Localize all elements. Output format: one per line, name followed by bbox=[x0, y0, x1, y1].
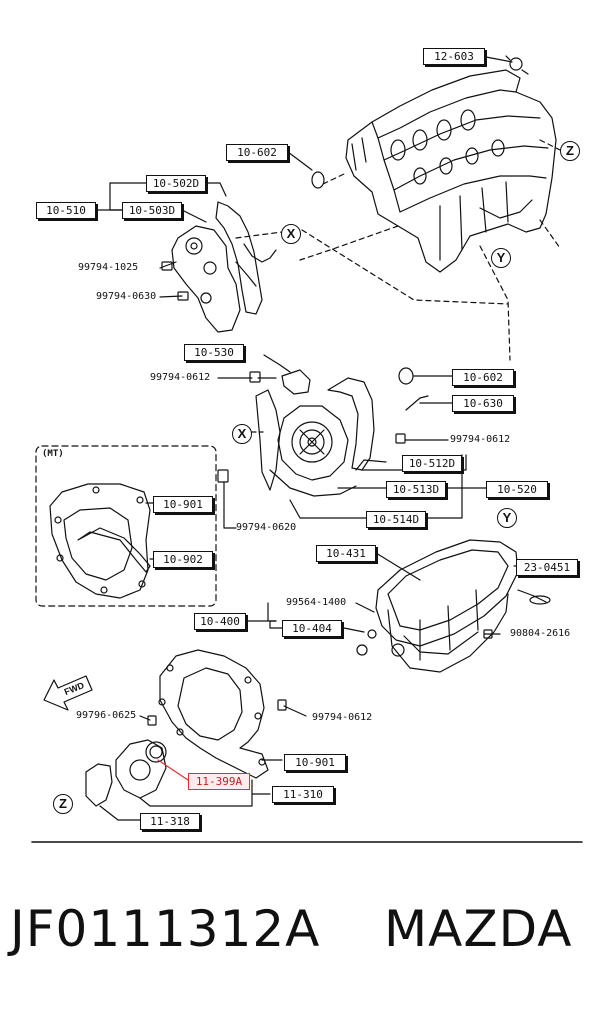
brand-caption: MAZDA bbox=[384, 900, 573, 958]
rear-end-plate bbox=[85, 649, 269, 807]
bolt-code-99794-1025: 99794-1025 bbox=[78, 262, 139, 273]
part-label-23-0451[interactable]: 23-0451 bbox=[516, 559, 578, 576]
part-label-10-630[interactable]: 10-630 bbox=[452, 395, 514, 412]
bolt-code-99564-1400: 99564-1400 bbox=[286, 597, 347, 608]
part-label-11-318[interactable]: 11-318 bbox=[140, 813, 200, 830]
part-label-10-510[interactable]: 10-510 bbox=[36, 202, 96, 219]
bolt-code-99794-0612-c: 99794-0612 bbox=[312, 712, 373, 723]
view-marker-z-bottom: Z bbox=[53, 794, 73, 814]
caption: JF0111312A MAZDA bbox=[0, 900, 600, 970]
bolt-code-99794-0612-a: 99794-0612 bbox=[150, 372, 211, 383]
part-label-10-514D[interactable]: 10-514D bbox=[366, 511, 426, 528]
part-label-10-602[interactable]: 10-602 bbox=[226, 144, 288, 161]
part-label-10-431[interactable]: 10-431 bbox=[316, 545, 376, 562]
part-label-10-512D[interactable]: 10-512D bbox=[402, 455, 462, 472]
part-label-10-502D[interactable]: 10-502D bbox=[146, 175, 206, 192]
part-label-11-399A-highlighted[interactable]: 11-399A bbox=[188, 773, 250, 790]
part-label-10-902[interactable]: 10-902 bbox=[153, 551, 213, 568]
water-pump-assembly bbox=[249, 369, 387, 497]
part-label-10-901[interactable]: 10-901 bbox=[153, 496, 213, 513]
view-marker-z-top: Z bbox=[560, 141, 580, 161]
bolt-code-99794-0620: 99794-0620 bbox=[236, 522, 297, 533]
part-label-10-400[interactable]: 10-400 bbox=[194, 613, 246, 630]
view-marker-y-mid: Y bbox=[497, 508, 517, 528]
bolt-code-90804-2616: 90804-2616 bbox=[510, 628, 571, 639]
oil-pan bbox=[375, 539, 519, 673]
engine-block bbox=[345, 55, 561, 273]
part-label-10-404[interactable]: 10-404 bbox=[282, 620, 342, 637]
part-number-caption: JF0111312A bbox=[10, 900, 321, 958]
view-marker-x-mid: X bbox=[232, 424, 252, 444]
fwd-arrow bbox=[43, 675, 93, 711]
bolt-code-99794-0630: 99794-0630 bbox=[96, 291, 157, 302]
mt-detail-box bbox=[35, 445, 217, 607]
part-label-10-530[interactable]: 10-530 bbox=[184, 344, 244, 361]
mt-tag-label: (MT) bbox=[42, 449, 64, 459]
part-label-10-503D[interactable]: 10-503D bbox=[122, 202, 182, 219]
bolt-code-99796-0625: 99796-0625 bbox=[76, 710, 137, 721]
view-marker-y-top: Y bbox=[491, 248, 511, 268]
part-label-10-513D[interactable]: 10-513D bbox=[386, 481, 446, 498]
part-label-10-520[interactable]: 10-520 bbox=[486, 481, 548, 498]
bolt-code-99794-0612-b: 99794-0612 bbox=[450, 434, 511, 445]
part-label-10-901-b[interactable]: 10-901 bbox=[284, 754, 346, 771]
timing-cover-upper bbox=[171, 201, 277, 333]
view-marker-x-top: X bbox=[281, 224, 301, 244]
part-label-12-603[interactable]: 12-603 bbox=[423, 48, 485, 65]
part-label-11-310[interactable]: 11-310 bbox=[272, 786, 334, 803]
part-label-10-602-b[interactable]: 10-602 bbox=[452, 369, 514, 386]
